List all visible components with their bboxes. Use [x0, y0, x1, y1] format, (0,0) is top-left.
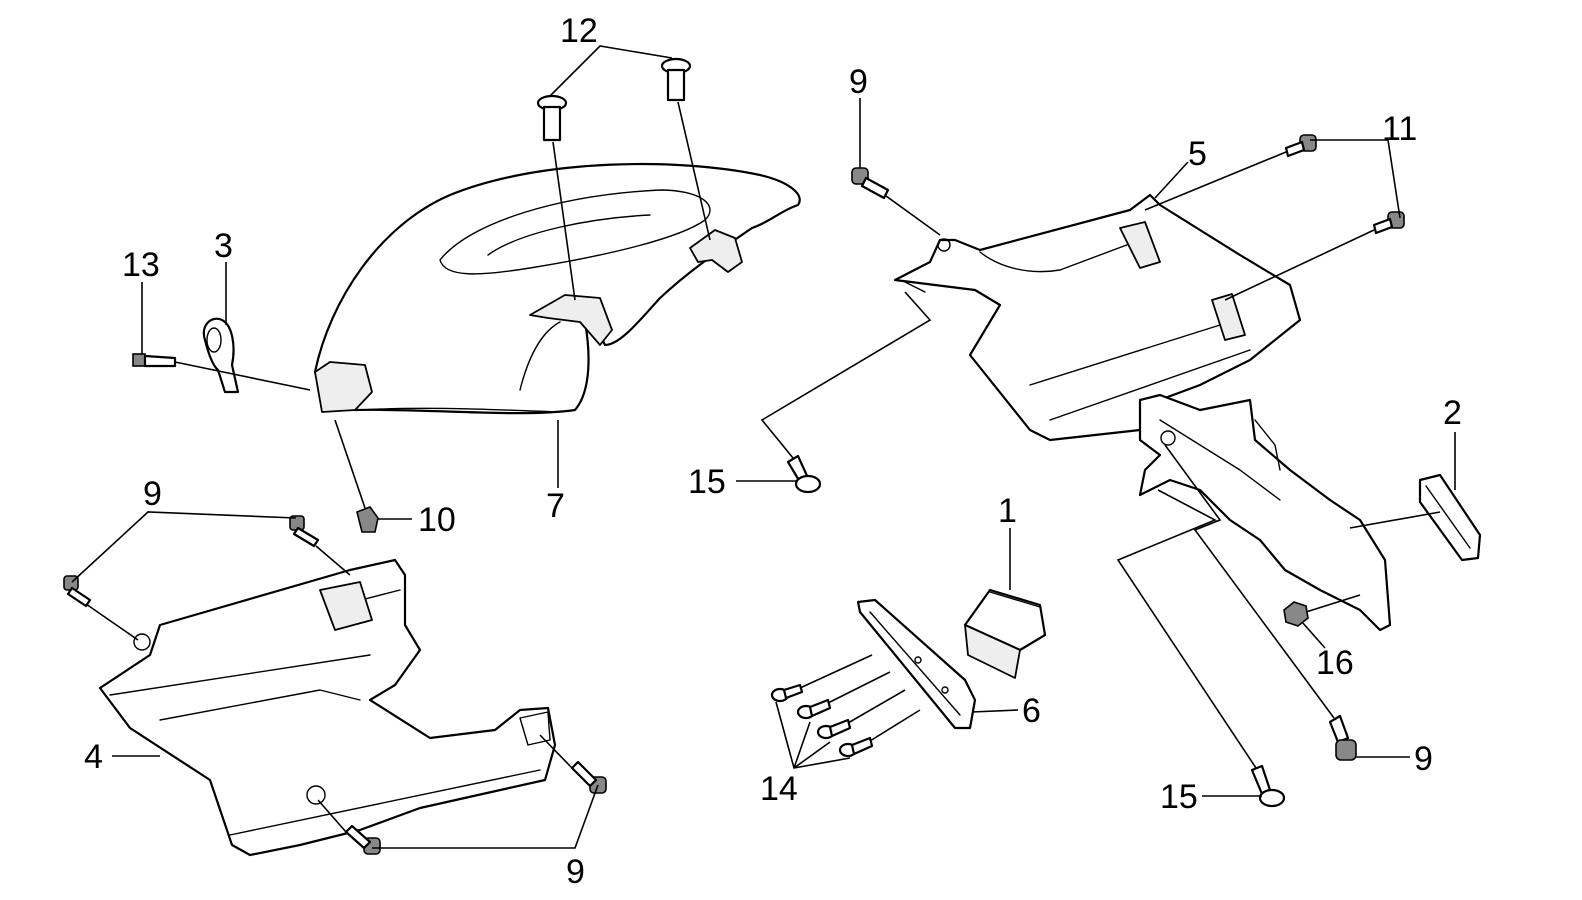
bracket-4 [98, 558, 557, 857]
callout-2: 2 [1443, 394, 1462, 432]
screw-13 [132, 353, 177, 368]
callout-9-bottom: 9 [566, 853, 585, 891]
callout-10: 10 [418, 501, 456, 539]
bolt-9-left-a [63, 575, 92, 608]
rivet-15-mid [786, 454, 822, 494]
callout-9-top: 9 [849, 63, 868, 101]
callout-4: 4 [84, 738, 103, 776]
pin-12-leader-left [552, 141, 576, 301]
callout-16: 16 [1316, 644, 1354, 682]
screw-14-d [838, 736, 874, 758]
screw-13-axis [174, 361, 311, 391]
bolt-9-top [851, 167, 890, 200]
license-holder-6 [1138, 393, 1392, 632]
callout-15-mid: 15 [688, 463, 726, 501]
bolt-axis-b [315, 545, 351, 576]
screw-14-c [816, 718, 852, 740]
screw-14-a [770, 683, 804, 703]
plate-bracket-6 [856, 598, 977, 730]
bolt-11-axis-a [1144, 151, 1287, 211]
bolt-9-bottom-b [344, 824, 381, 855]
leader-9-bottom [372, 784, 599, 849]
callout-13: 13 [122, 246, 160, 284]
nut-16-axis [1305, 594, 1361, 613]
reflector-2-axis [1349, 511, 1441, 529]
callout-9-left: 9 [143, 475, 162, 513]
callout-11: 11 [1382, 110, 1417, 148]
pin-12-leader-right [677, 101, 711, 241]
rear-cover-5 [893, 193, 1302, 442]
rivet-15-mid-axis [760, 291, 932, 459]
nut-10 [356, 506, 379, 533]
callout-15-bottom: 15 [1160, 778, 1198, 816]
rivet-15-bottom-axis [1116, 489, 1257, 769]
bolt-axis-d [317, 799, 347, 833]
callout-5: 5 [1188, 135, 1207, 173]
nut-10-axis [334, 419, 366, 509]
pin-12-right [660, 57, 692, 102]
screw-14-axis-c [847, 689, 906, 724]
bolt-9-top-axis [885, 195, 941, 236]
rivet-15-bottom [1250, 764, 1286, 808]
screw-14-axis-a [799, 654, 873, 689]
bolt-9-right-axis [1164, 444, 1335, 719]
reflector-2 [1418, 473, 1482, 562]
leader-6 [971, 709, 1019, 713]
callout-3: 3 [214, 227, 233, 265]
bolt-axis-c [539, 734, 573, 769]
rear-fender [313, 162, 801, 415]
leader-11 [1310, 139, 1401, 219]
bolt-axis-a [85, 603, 139, 641]
clip-3 [202, 317, 240, 394]
callout-9-right: 9 [1414, 740, 1433, 778]
bolt-9-right [1328, 714, 1357, 761]
pin-12-left [536, 94, 568, 142]
nut-16 [1283, 601, 1309, 627]
callout-1: 1 [998, 492, 1017, 530]
leader-12 [549, 45, 673, 97]
relay-1 [963, 588, 1047, 679]
bolt-9-bottom-a [570, 760, 607, 794]
screw-14-b [796, 698, 832, 720]
callout-12: 12 [560, 12, 598, 50]
bolt-11-axis-b [1224, 229, 1375, 301]
callout-6: 6 [1022, 692, 1041, 730]
bolt-11-a [1284, 134, 1317, 158]
screw-14-axis-b [827, 671, 891, 704]
leader-14 [775, 701, 851, 769]
leader-16 [1301, 621, 1326, 649]
callout-7: 7 [546, 487, 565, 525]
screw-14-axis-d [869, 709, 921, 742]
bolt-9-left-b [289, 515, 320, 548]
leader-5 [1154, 161, 1189, 199]
leader-9-left [71, 511, 297, 583]
callout-14: 14 [760, 770, 798, 808]
